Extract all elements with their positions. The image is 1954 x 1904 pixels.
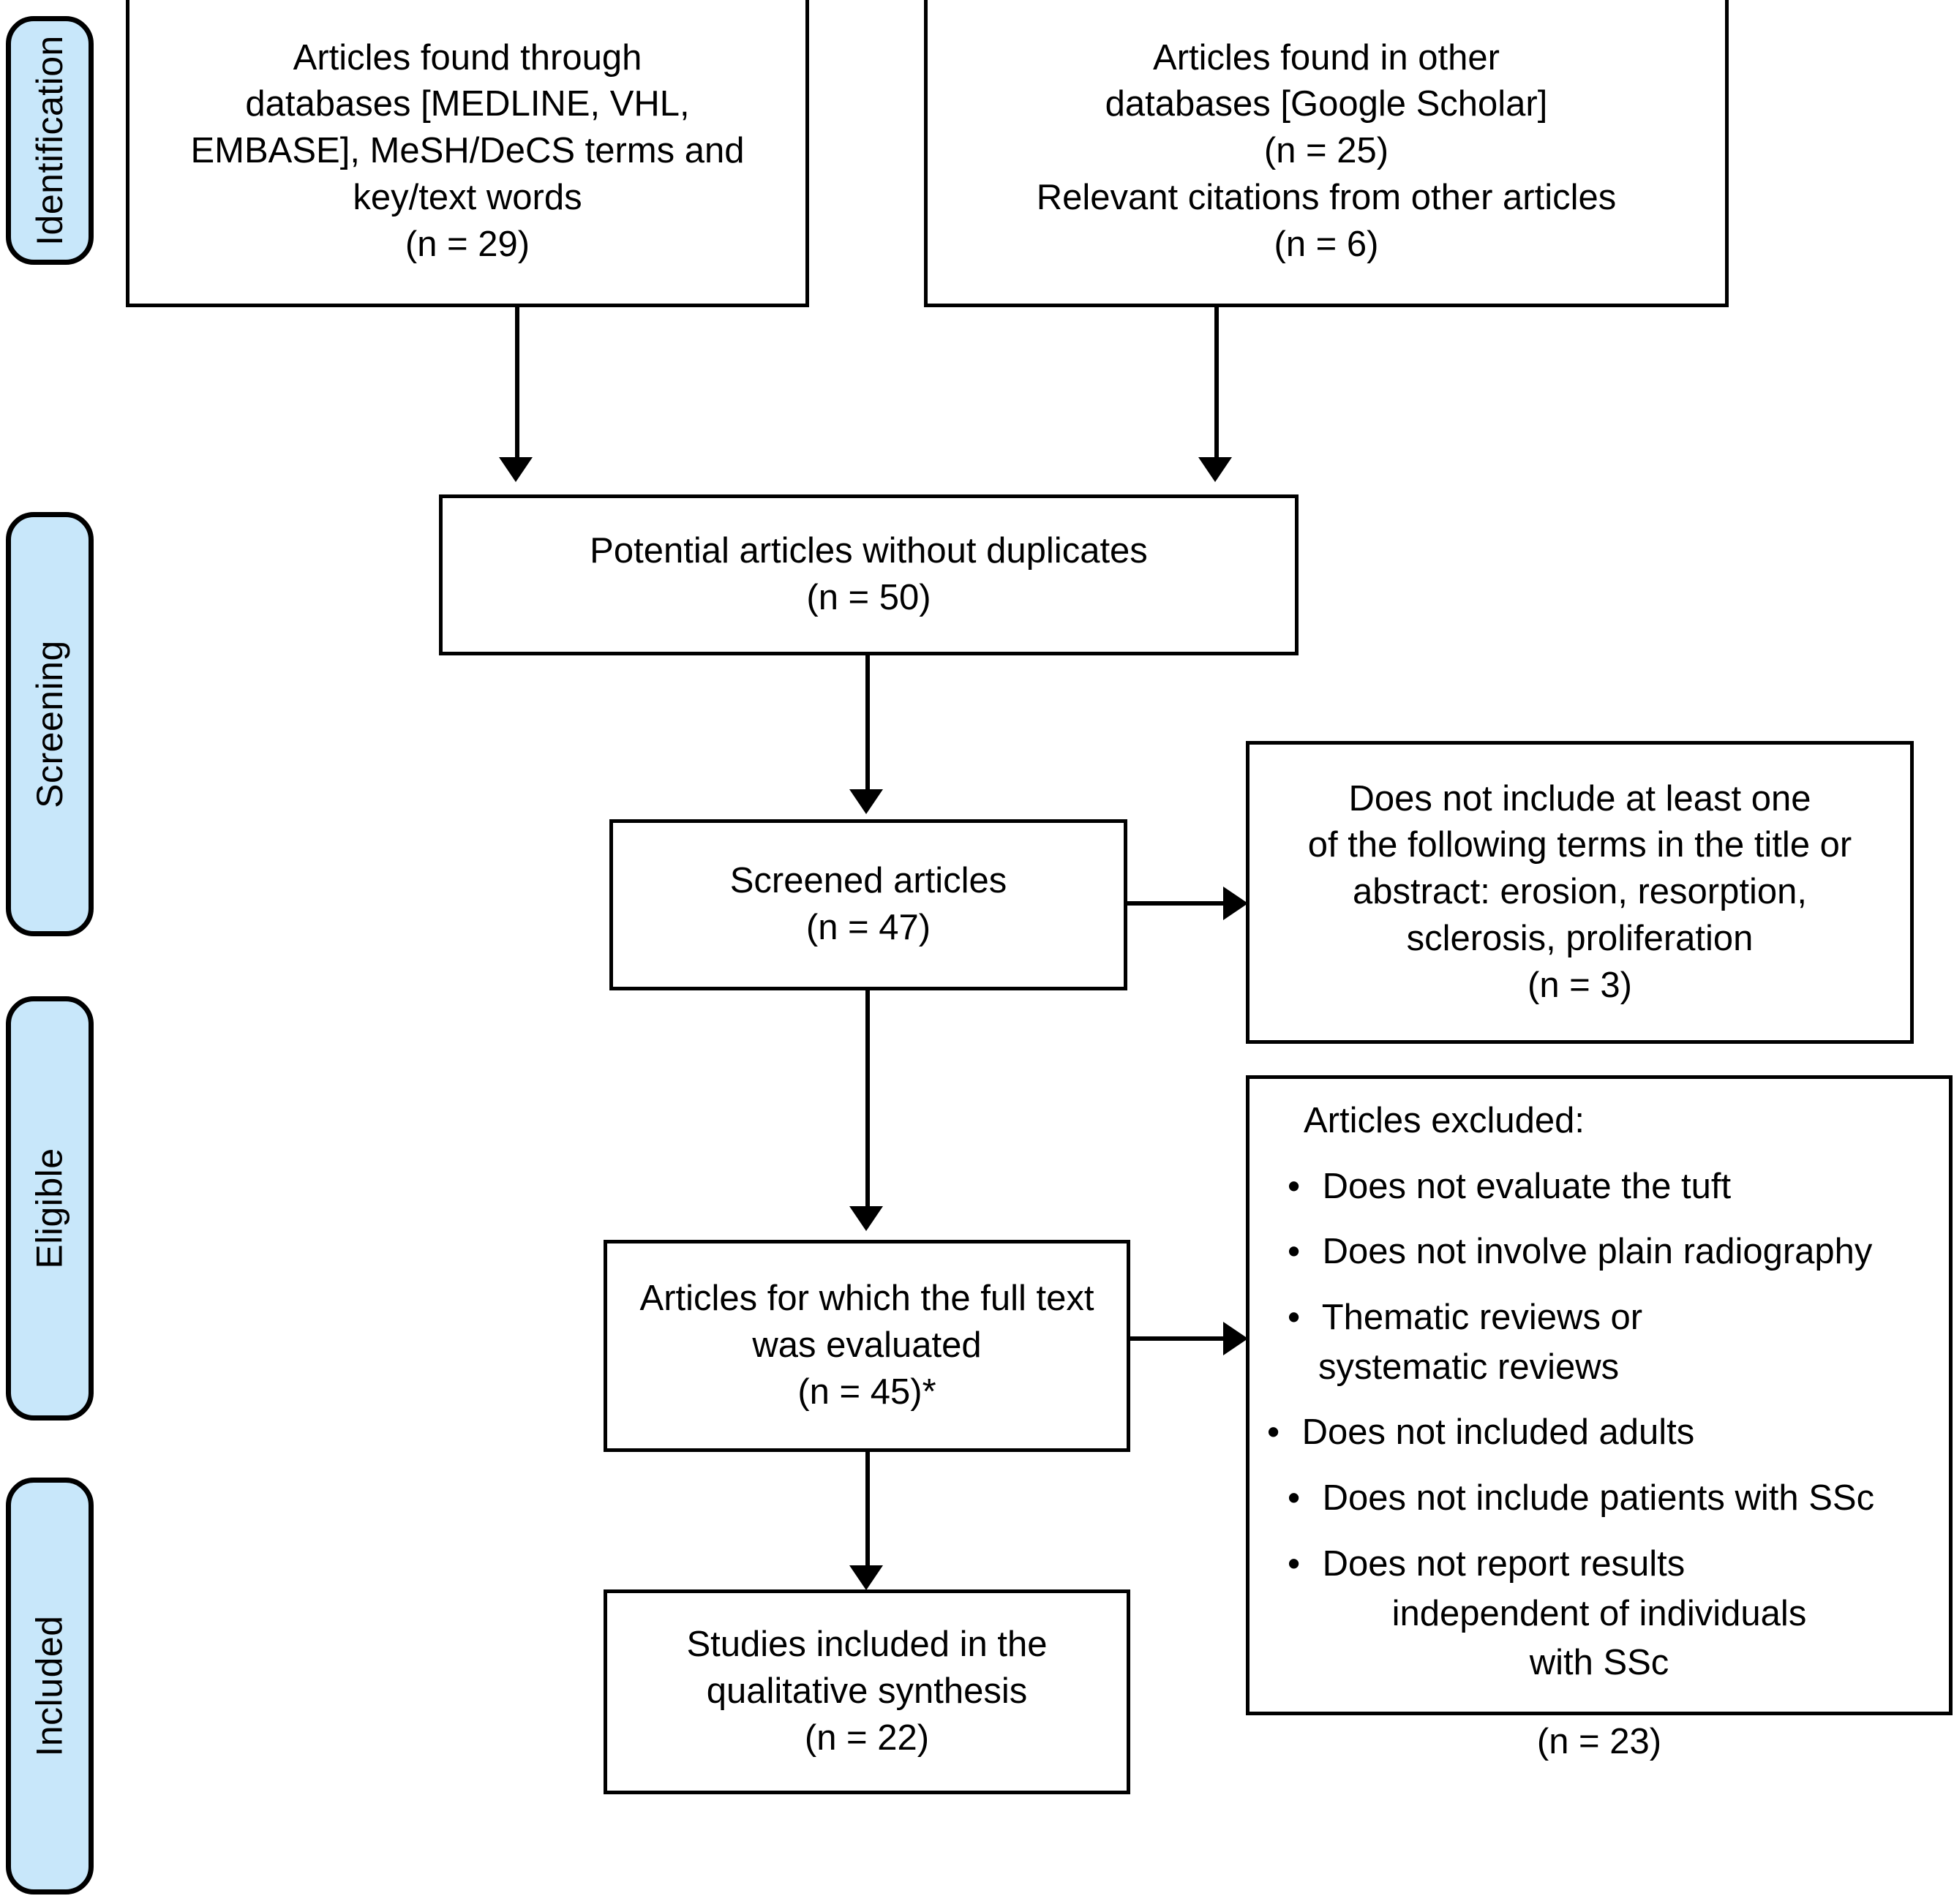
arrow-down-icon xyxy=(849,789,883,814)
excluded-list-item: • Does not evaluate the tuft xyxy=(1263,1164,1936,1211)
articles-excluded-title: Articles excluded: xyxy=(1304,1101,1585,1140)
box-line: of the following terms in the title or xyxy=(1307,825,1852,865)
excluded-list-item-continued: with SSc xyxy=(1529,1643,1669,1683)
bullet-icon: • xyxy=(1288,1166,1301,1206)
box-line: Studies included in the xyxy=(686,1625,1048,1665)
box-count: (n = 29) xyxy=(405,224,530,264)
connector-screened-to-fulltext xyxy=(865,990,870,1210)
arrow-right-icon xyxy=(1223,887,1248,920)
arrow-down-icon xyxy=(1198,457,1232,482)
connector-duplicates-to-screened xyxy=(865,654,870,793)
connector-databases-to-duplicates xyxy=(515,307,519,461)
arrow-down-icon xyxy=(849,1565,883,1590)
box-line: Relevant citations from other articles xyxy=(1036,177,1617,217)
box-studies-included: Studies included in the qualitative synt… xyxy=(604,1589,1130,1794)
excluded-list-item: • Does not include patients with SSc xyxy=(1263,1475,1936,1522)
bullet-icon: • xyxy=(1267,1412,1280,1453)
box-line: sclerosis, proliferation xyxy=(1406,918,1754,958)
box-count: (n = 50) xyxy=(806,578,931,617)
connector-screened-to-exclusion xyxy=(1127,901,1226,906)
box-count: (n = 3) xyxy=(1527,965,1632,1005)
stage-pill-identification: Identification xyxy=(6,16,94,265)
arrow-right-icon xyxy=(1223,1322,1248,1355)
box-articles-excluded: Articles excluded: • Does not evaluate t… xyxy=(1246,1075,1953,1761)
box-potential-articles-without-duplicates: Potential articles without duplicates (n… xyxy=(439,494,1299,655)
bullet-icon: • xyxy=(1288,1478,1301,1519)
connector-fulltext-to-excluded xyxy=(1130,1336,1226,1341)
connector-other-sources-to-duplicates xyxy=(1214,307,1219,461)
stage-label-screening: Screening xyxy=(29,640,70,808)
box-full-text-evaluated: Articles for which the full text was eva… xyxy=(604,1240,1130,1452)
box-screened-articles: Screened articles (n = 47) xyxy=(609,819,1127,990)
excluded-list-item: • Does not involve plain radiography xyxy=(1263,1229,1936,1276)
box-line: was evaluated xyxy=(752,1325,982,1366)
stage-pill-eligible: Eligible xyxy=(6,996,94,1421)
stage-pill-included: Included xyxy=(6,1478,94,1894)
excluded-list-item: • Does not report results xyxy=(1263,1541,1936,1588)
connector-fulltext-to-included xyxy=(865,1452,870,1569)
excluded-list-item: • Thematic reviews or xyxy=(1263,1295,1936,1342)
bullet-icon: • xyxy=(1288,1232,1301,1272)
excluded-list-item-continued: independent of individuals xyxy=(1391,1593,1807,1633)
stage-label-included: Included xyxy=(29,1615,71,1757)
bullet-icon: • xyxy=(1288,1298,1301,1338)
box-line: Articles found in other xyxy=(1153,37,1500,78)
box-count: (n = 47) xyxy=(805,908,931,947)
box-articles-from-other-sources: Articles found in other databases [Googl… xyxy=(924,0,1729,307)
box-count: (n = 25) xyxy=(1263,131,1389,171)
box-line: databases [MEDLINE, VHL, xyxy=(245,84,690,124)
stage-pill-screening: Screening xyxy=(6,512,94,936)
box-line: Articles found through xyxy=(293,37,642,78)
excluded-list-item-continued: systematic reviews xyxy=(1318,1347,1620,1387)
arrow-down-icon xyxy=(849,1206,883,1231)
arrow-down-icon xyxy=(499,457,533,482)
box-count: (n = 22) xyxy=(804,1717,930,1758)
box-screening-exclusion-reason: Does not include at least one of the fol… xyxy=(1246,741,1914,1044)
box-line: qualitative synthesis xyxy=(706,1671,1028,1712)
box-line: key/text words xyxy=(353,177,582,217)
box-line: Does not include at least one xyxy=(1348,778,1811,819)
box-line: databases [Google Scholar] xyxy=(1105,84,1548,124)
box-count: (n = 6) xyxy=(1274,224,1379,264)
box-articles-from-databases: Articles found through databases [MEDLIN… xyxy=(126,0,809,307)
stage-label-identification: Identification xyxy=(29,35,70,246)
bullet-icon: • xyxy=(1288,1543,1301,1584)
box-line: abstract: erosion, resorption, xyxy=(1353,872,1807,912)
articles-excluded-count: (n = 23) xyxy=(1536,1721,1662,1761)
box-line: Potential articles without duplicates xyxy=(590,531,1148,571)
box-line: EMBASE], MeSH/DeCS terms and xyxy=(190,131,745,171)
box-line: Articles for which the full text xyxy=(639,1279,1094,1319)
box-count: (n = 45)* xyxy=(797,1371,936,1412)
box-line: Screened articles xyxy=(729,861,1007,901)
stage-label-eligible: Eligible xyxy=(29,1148,70,1269)
excluded-list-item: • Does not included adults xyxy=(1263,1410,1936,1456)
